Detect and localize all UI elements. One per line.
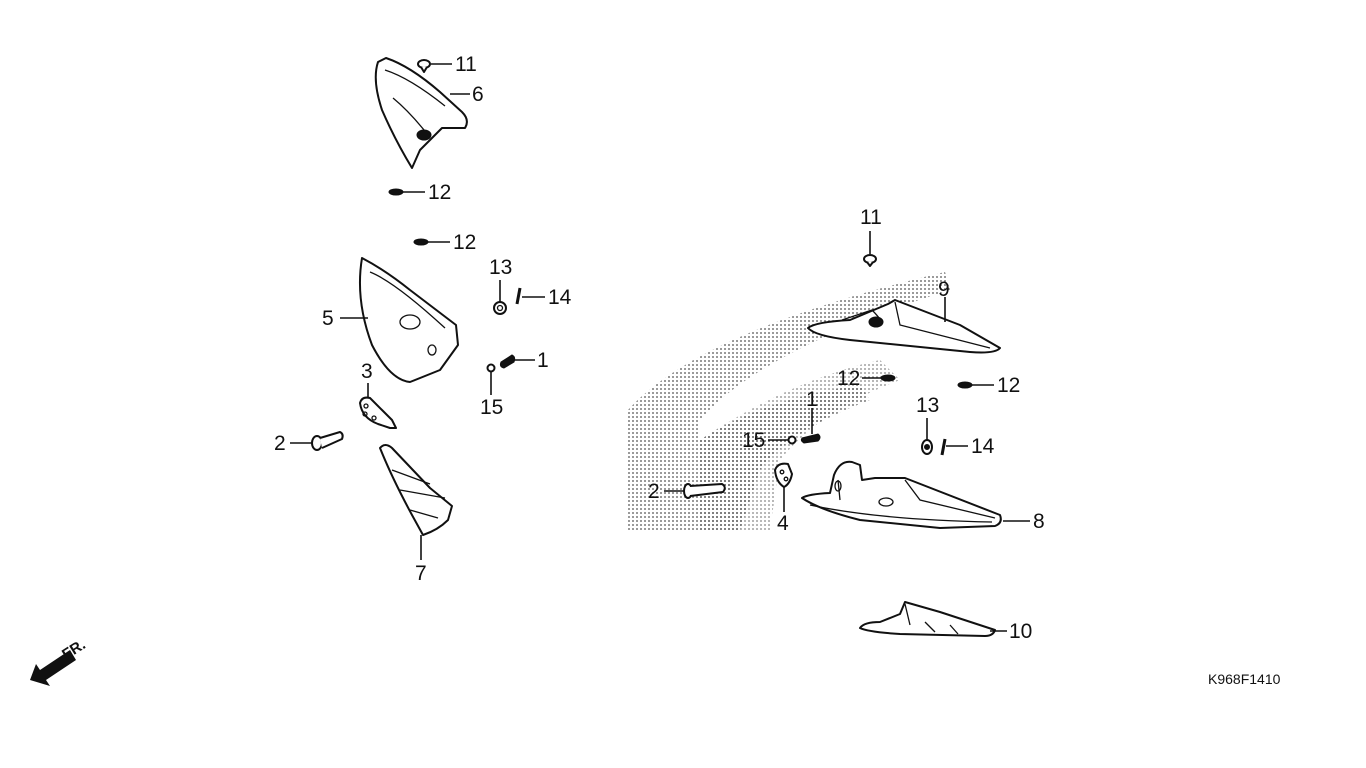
drawing-code: K968F1410 [1208,671,1281,687]
watermark-logo [628,272,950,530]
part-11-clip-right[interactable]: 11 [860,206,882,267]
part-9-cover-right[interactable]: 9 [807,278,1001,354]
part-12-nut-right-b[interactable]: 12 [957,374,1020,397]
part-13-washer-right[interactable]: 13 [916,394,939,455]
callout-13: 13 [916,394,939,417]
callout-14: 14 [971,435,995,458]
part-14-cotter-pin-right[interactable]: 14 [940,435,995,458]
front-direction-indicator: FR. [30,636,89,686]
part-6-cover-left[interactable]: 6 [374,57,484,169]
callout-11: 11 [455,53,477,76]
part-5-step-left[interactable]: 5 [322,257,459,383]
part-12-nut-right-a[interactable]: 12 [837,367,896,390]
part-7-rubber-left[interactable]: 7 [379,444,453,585]
callout-9: 9 [938,278,950,301]
callout-11: 11 [860,206,882,229]
callout-2: 2 [274,432,286,455]
part-10-rubber-right[interactable]: 10 [859,601,1032,643]
part-12-nut-left-b[interactable]: 12 [413,231,476,254]
part-3-bracket[interactable]: 3 [359,360,397,429]
callout-1: 1 [806,388,818,411]
callout-13: 13 [489,256,512,279]
part-11-clip-left[interactable]: 11 [417,53,477,76]
part-15-ball-left[interactable]: 15 [480,363,503,420]
callout-4: 4 [777,512,789,535]
callout-12: 12 [997,374,1020,397]
front-arrow-icon [30,650,76,686]
part-15-ball-right[interactable]: 15 [742,429,797,452]
callout-14: 14 [548,286,572,309]
part-1-spring-right[interactable]: 1 [800,388,821,444]
callout-1: 1 [537,349,549,372]
part-8-step-right[interactable]: 8 [801,460,1045,533]
callout-3: 3 [361,360,373,383]
callout-12: 12 [837,367,860,390]
callout-12: 12 [428,181,451,204]
part-1-spring-left[interactable]: 1 [499,349,549,372]
part-13-washer-left[interactable]: 13 [489,256,512,315]
part-14-cotter-pin-left[interactable]: 14 [515,286,572,309]
callout-7: 7 [415,562,427,585]
callout-12: 12 [453,231,476,254]
part-4-bracket[interactable]: 4 [774,462,793,535]
part-2-pin-right[interactable]: 2 [648,480,726,503]
callout-2: 2 [648,480,660,503]
callout-15: 15 [480,396,503,419]
callout-5: 5 [322,307,334,330]
part-2-pin-left[interactable]: 2 [274,431,344,455]
callout-6: 6 [472,83,484,106]
callout-8: 8 [1033,510,1045,533]
callout-10: 10 [1009,620,1032,643]
part-12-nut-left-a[interactable]: 12 [388,181,451,204]
callout-15: 15 [742,429,765,452]
